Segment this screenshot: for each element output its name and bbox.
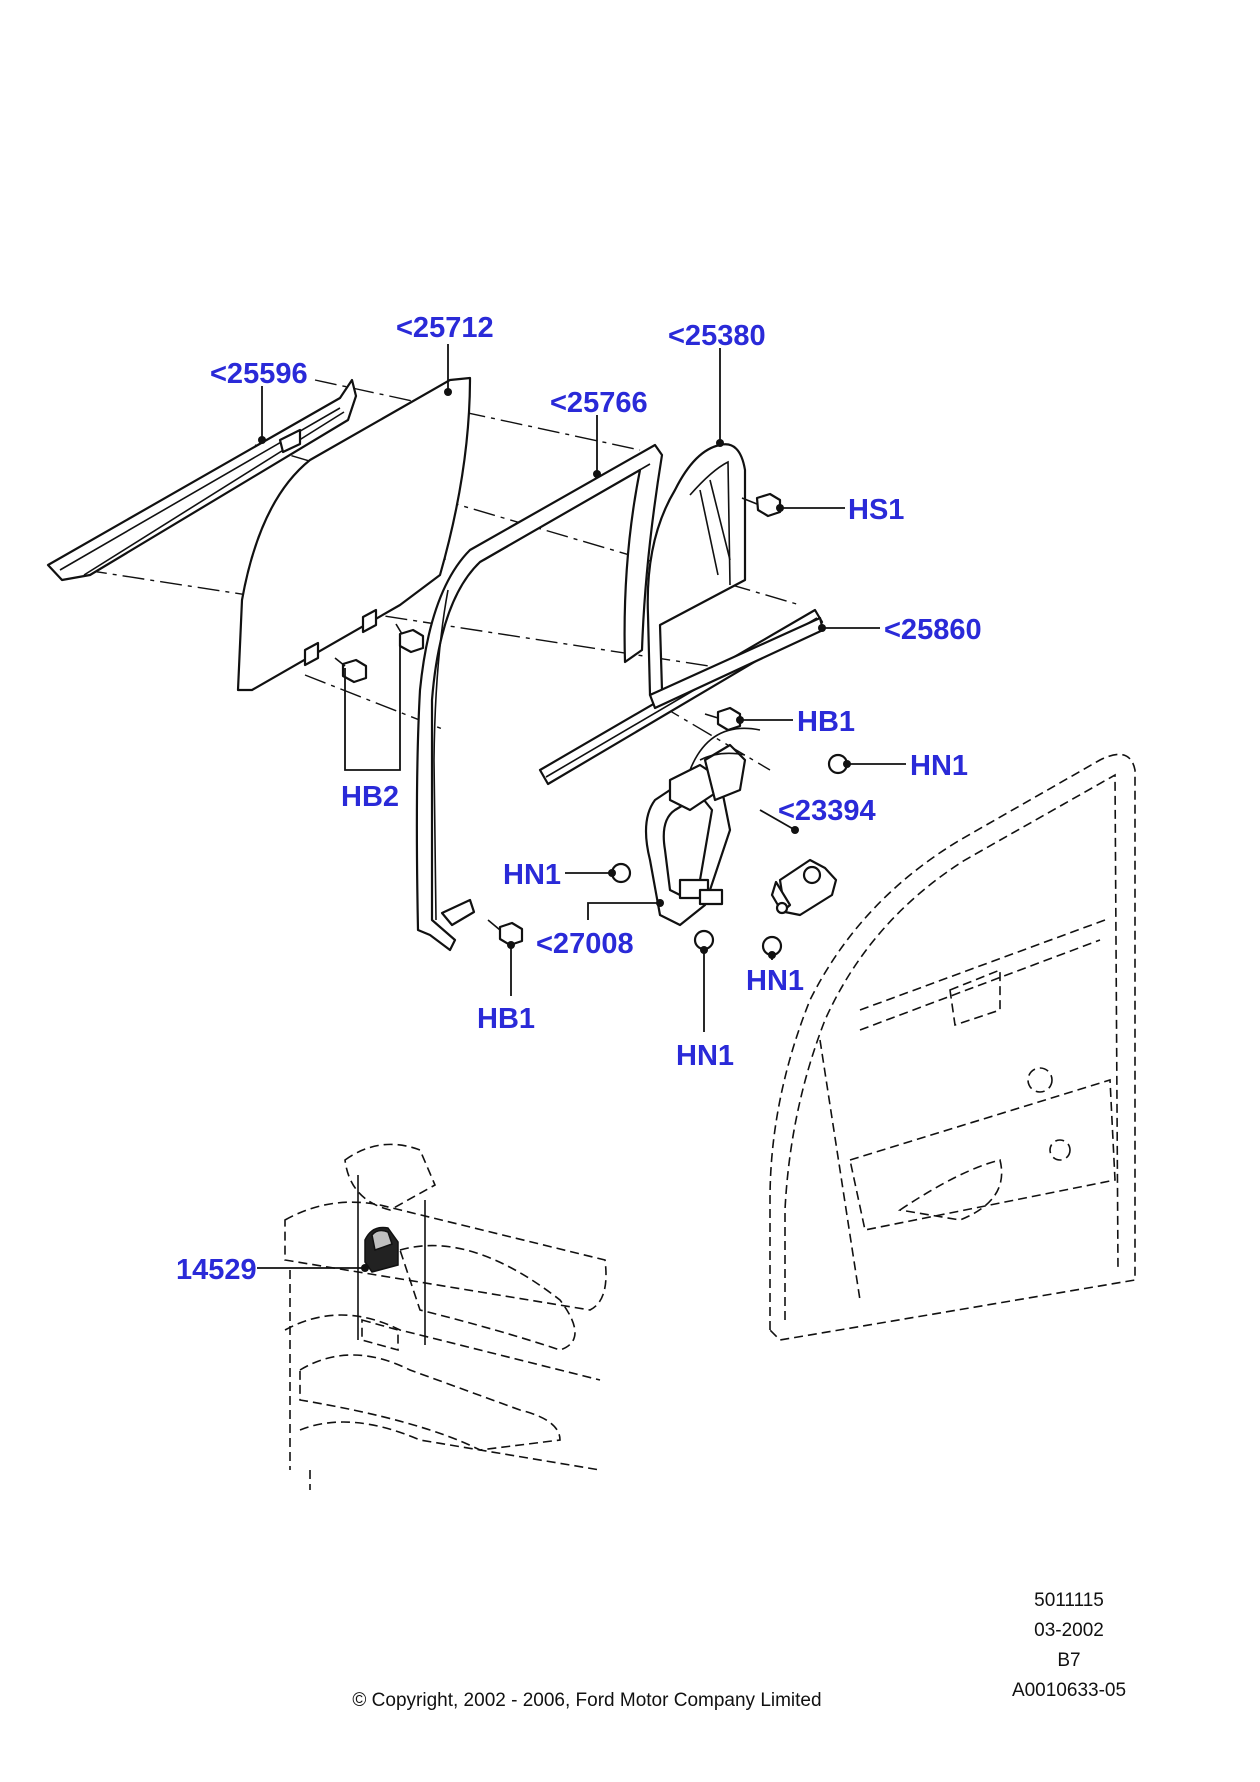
callout-23394: <23394 xyxy=(778,795,876,827)
reference-block: 5011115 03-2002 B7 A0010633-05 xyxy=(1012,1590,1126,1701)
callout-hn1-right: HN1 xyxy=(746,965,804,997)
callout-25860: <25860 xyxy=(884,614,982,646)
callout-25766: <25766 xyxy=(550,387,648,419)
callout-hb1-bottom: HB1 xyxy=(477,1003,535,1035)
hb1-top-bolt xyxy=(704,706,742,732)
callout-25380: <25380 xyxy=(668,320,766,352)
callout-14529: 14529 xyxy=(176,1254,257,1286)
fasteners xyxy=(334,492,849,957)
belt-weatherstrip-part xyxy=(46,378,358,582)
hs1-screw xyxy=(741,492,782,518)
window-regulator-part xyxy=(644,727,761,927)
inner-belt-strip-part xyxy=(648,616,825,710)
reference-number: 5011115 xyxy=(1034,1590,1104,1611)
callout-hn1-bottom: HN1 xyxy=(676,1040,734,1072)
reference-date: 03-2002 xyxy=(1034,1620,1104,1641)
copyright-notice: © Copyright, 2002 - 2006, Ford Motor Com… xyxy=(352,1690,821,1711)
callout-labels: <25596 <25712 <25766 <25380 HS1 <25860 H… xyxy=(176,312,982,1286)
callout-hb1-top: HB1 xyxy=(797,706,855,738)
door-outline xyxy=(769,753,1136,1341)
door-glass-part xyxy=(236,376,472,692)
hb1-bottom-bolt xyxy=(487,919,524,947)
switch-panel-outline xyxy=(284,1143,607,1490)
drawing-id: A0010633-05 xyxy=(1012,1680,1126,1701)
reference-code: B7 xyxy=(1057,1650,1080,1671)
callout-27008: <27008 xyxy=(536,928,634,960)
leader-lines xyxy=(257,344,906,1272)
callout-hs1: HS1 xyxy=(848,494,904,526)
window-switch-part xyxy=(357,1175,426,1352)
callout-25712: <25712 xyxy=(396,312,494,344)
callout-hn1-left: HN1 xyxy=(503,859,561,891)
callout-hb2: HB2 xyxy=(341,781,399,813)
rear-frame-part xyxy=(646,443,747,697)
hb2-bolt-left xyxy=(334,657,368,684)
callout-hn1-top: HN1 xyxy=(910,750,968,782)
window-motor-part xyxy=(770,858,838,917)
callout-25596: <25596 xyxy=(210,358,308,390)
